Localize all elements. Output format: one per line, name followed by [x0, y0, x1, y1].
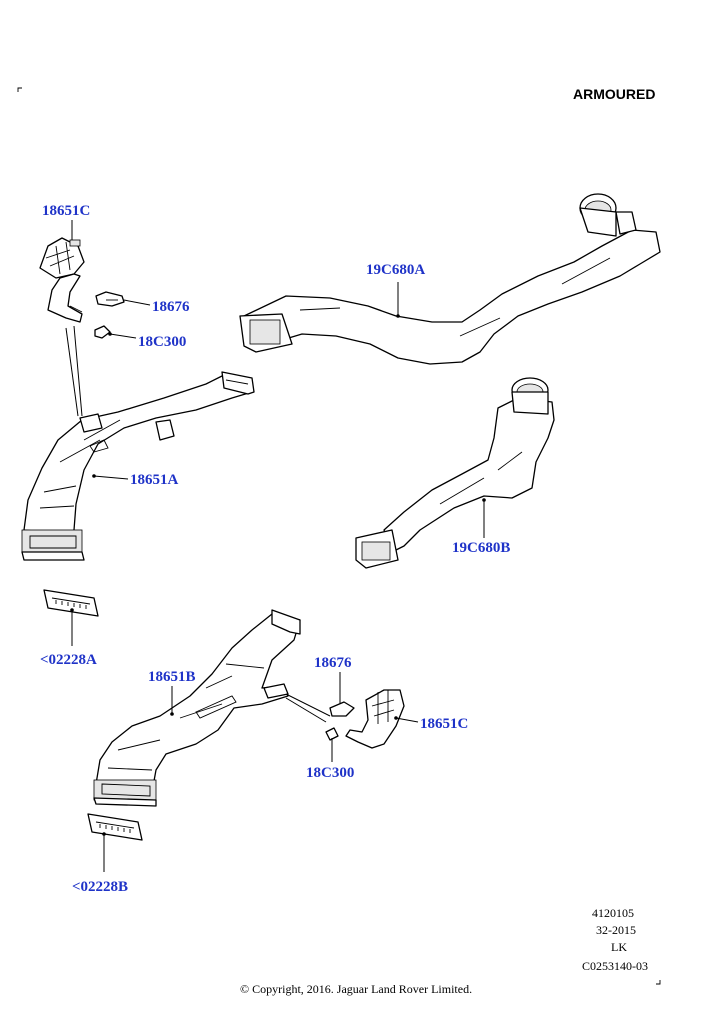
leader-dot-18651C-bottom — [394, 716, 398, 720]
callout-18676-top: 18676 — [152, 299, 190, 315]
callout-18C300-top: 18C300 — [138, 334, 186, 350]
ref-number-3: LK — [611, 940, 627, 954]
leader-dot-18651A — [92, 474, 96, 478]
leader-18651A — [93, 475, 129, 480]
part-19C680A[interactable] — [239, 193, 661, 365]
callout-02228B: <02228B — [72, 879, 128, 895]
callout-18676-bottom: 18676 — [314, 655, 352, 671]
part-18651A[interactable] — [21, 371, 255, 561]
ref-number-1: 4120105 — [592, 906, 634, 920]
leader-dot-18C300-top — [108, 332, 112, 336]
leader-dot-02228B — [102, 832, 106, 836]
leader-dot-18651B — [170, 712, 174, 716]
callout-19C680A: 19C680A — [366, 262, 425, 278]
registration-mark-top-left — [17, 87, 22, 92]
leader-dot-19C680B — [482, 498, 486, 502]
part-18676-top[interactable] — [95, 291, 125, 307]
callout-18C300-bottom: 18C300 — [306, 765, 354, 781]
callout-18651B: 18651B — [148, 669, 196, 685]
leader-18C300-top — [109, 333, 137, 339]
part-18651B[interactable] — [93, 609, 301, 807]
variant-title: ARMOURED — [573, 86, 655, 102]
part-18C300-bottom[interactable] — [325, 727, 339, 741]
leader-dot-19C680A — [396, 314, 400, 318]
leader-dot-02228A — [70, 608, 74, 612]
callout-18651A: 18651A — [130, 472, 179, 488]
callout-19C680B: 19C680B — [452, 540, 510, 556]
callout-18651C-bottom: 18651C — [420, 716, 468, 732]
ref-number-4: C0253140-03 — [582, 959, 648, 973]
part-19C680B[interactable] — [355, 377, 555, 569]
ref-number-2: 32-2015 — [596, 923, 636, 937]
part-02228A[interactable] — [43, 589, 99, 617]
assembly-guide-lines-top — [65, 325, 83, 417]
leader-18651C-bottom — [395, 717, 419, 723]
callout-02228A: <02228A — [40, 652, 97, 668]
registration-mark-bottom-right — [656, 980, 661, 985]
part-18651C-top[interactable] — [39, 237, 85, 323]
part-18651C-bottom[interactable] — [345, 689, 405, 749]
copyright-notice: © Copyright, 2016. Jaguar Land Rover Lim… — [240, 982, 472, 996]
part-02228B[interactable] — [87, 813, 143, 841]
part-18C300-top[interactable] — [94, 325, 111, 339]
leader-18676-top — [123, 299, 151, 306]
assembly-guide-lines-bottom — [285, 693, 331, 723]
part-18676-bottom[interactable] — [329, 701, 355, 717]
callout-18651C-top: 18651C — [42, 203, 90, 219]
